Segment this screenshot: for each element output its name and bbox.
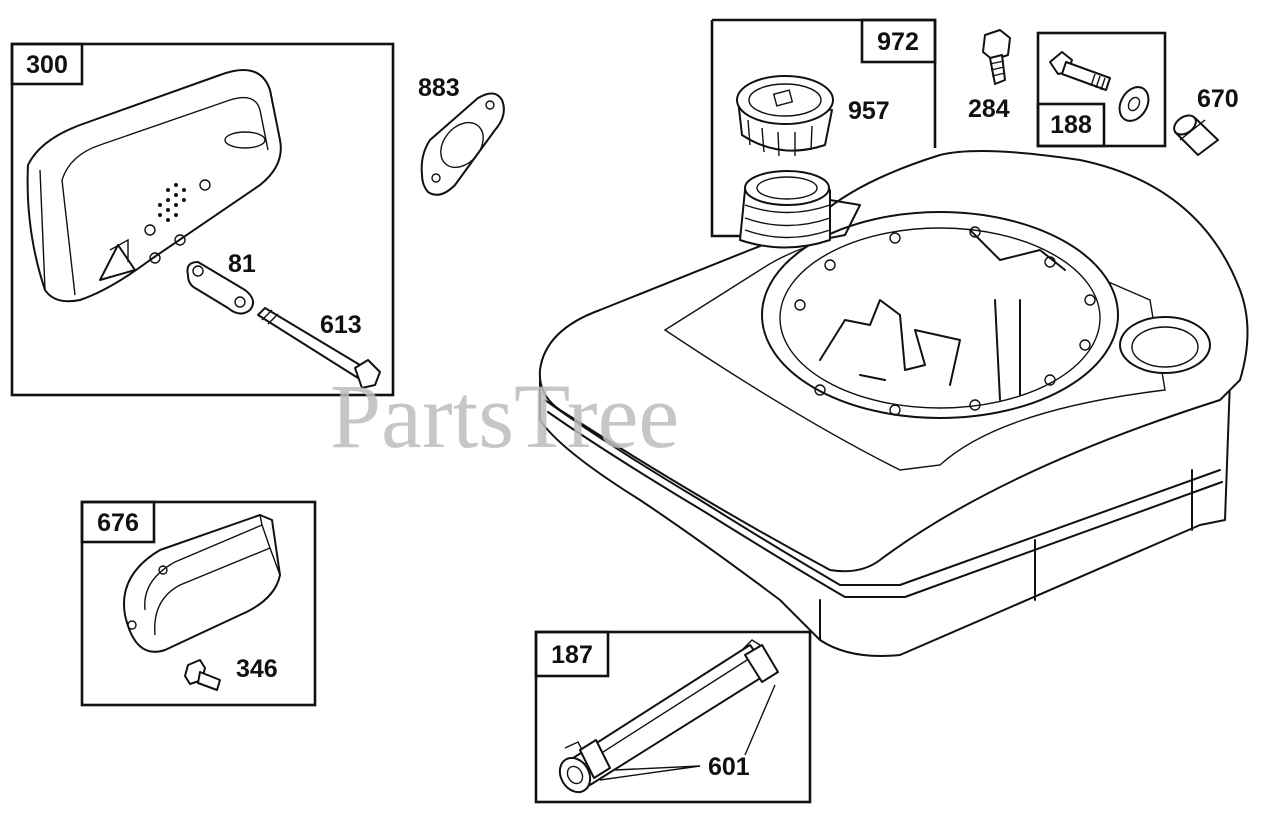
- callout-346[interactable]: 346: [236, 655, 278, 683]
- hose-clamp-upper[interactable]: [741, 639, 779, 683]
- lock-plate[interactable]: [186, 261, 255, 315]
- leader-lines-601: [599, 684, 776, 781]
- callout-957[interactable]: 957: [848, 97, 890, 125]
- callout-81[interactable]: 81: [228, 250, 256, 278]
- fuel-tank[interactable]: [538, 150, 1249, 657]
- spacer-670[interactable]: [1171, 112, 1219, 156]
- exhaust-gasket[interactable]: [420, 92, 505, 196]
- callout-883[interactable]: 883: [418, 74, 460, 102]
- guard-screw[interactable]: [184, 659, 221, 691]
- callout-284[interactable]: 284: [968, 95, 1010, 123]
- callout-601[interactable]: 601: [708, 753, 750, 781]
- fuel-cap-kit-box: 972: [710, 18, 937, 238]
- callout-300[interactable]: 300: [26, 51, 68, 79]
- callout-670[interactable]: 670: [1197, 85, 1239, 113]
- callout-187[interactable]: 187: [551, 641, 593, 669]
- fuel-cap[interactable]: [736, 75, 834, 157]
- muffler-guard[interactable]: [123, 514, 281, 653]
- hose-clamp-lower[interactable]: [564, 739, 611, 779]
- muffler-stud[interactable]: [257, 307, 381, 389]
- muffler-kit-box: 300: [10, 42, 395, 397]
- bolt-188[interactable]: [1049, 51, 1154, 126]
- screw-284[interactable]: [982, 29, 1011, 85]
- callout-972[interactable]: 972: [877, 28, 919, 56]
- callout-188[interactable]: 188: [1050, 111, 1092, 139]
- callout-676[interactable]: 676: [97, 509, 139, 537]
- muffler-guard-kit-box: 676: [80, 500, 317, 707]
- muffler[interactable]: [26, 69, 282, 303]
- callout-613[interactable]: 613: [320, 311, 362, 339]
- watermark: PartsTree: [330, 365, 679, 467]
- bolt-kit-box: 188: [1036, 31, 1167, 148]
- fuel-line-kit-box: 187: [534, 630, 812, 804]
